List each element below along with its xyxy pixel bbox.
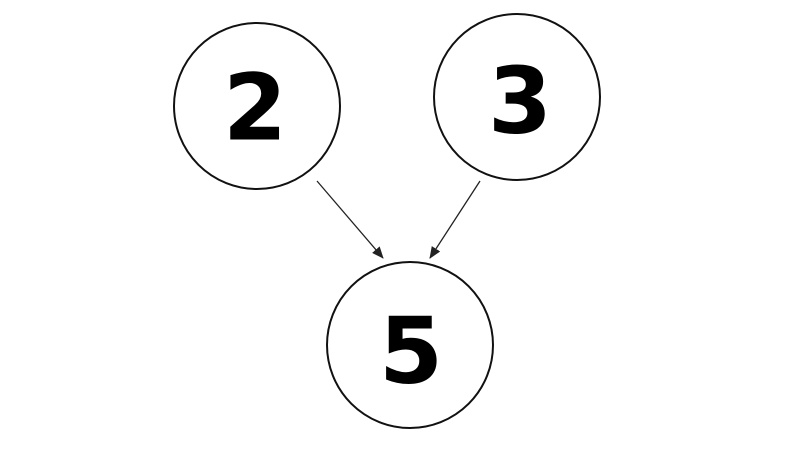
node-3-circle — [433, 13, 601, 181]
node-5: 5 — [326, 261, 494, 429]
edge-2-to-5 — [316, 180, 384, 259]
edge-3-to-5 — [429, 180, 481, 259]
node-2-label: 2 — [223, 55, 287, 162]
node-2-circle — [173, 22, 341, 190]
node-5-label: 5 — [379, 298, 443, 405]
node-2: 2 — [173, 22, 341, 190]
node-3-label: 3 — [488, 48, 552, 155]
node-3: 3 — [433, 13, 601, 181]
node-5-circle — [326, 261, 494, 429]
